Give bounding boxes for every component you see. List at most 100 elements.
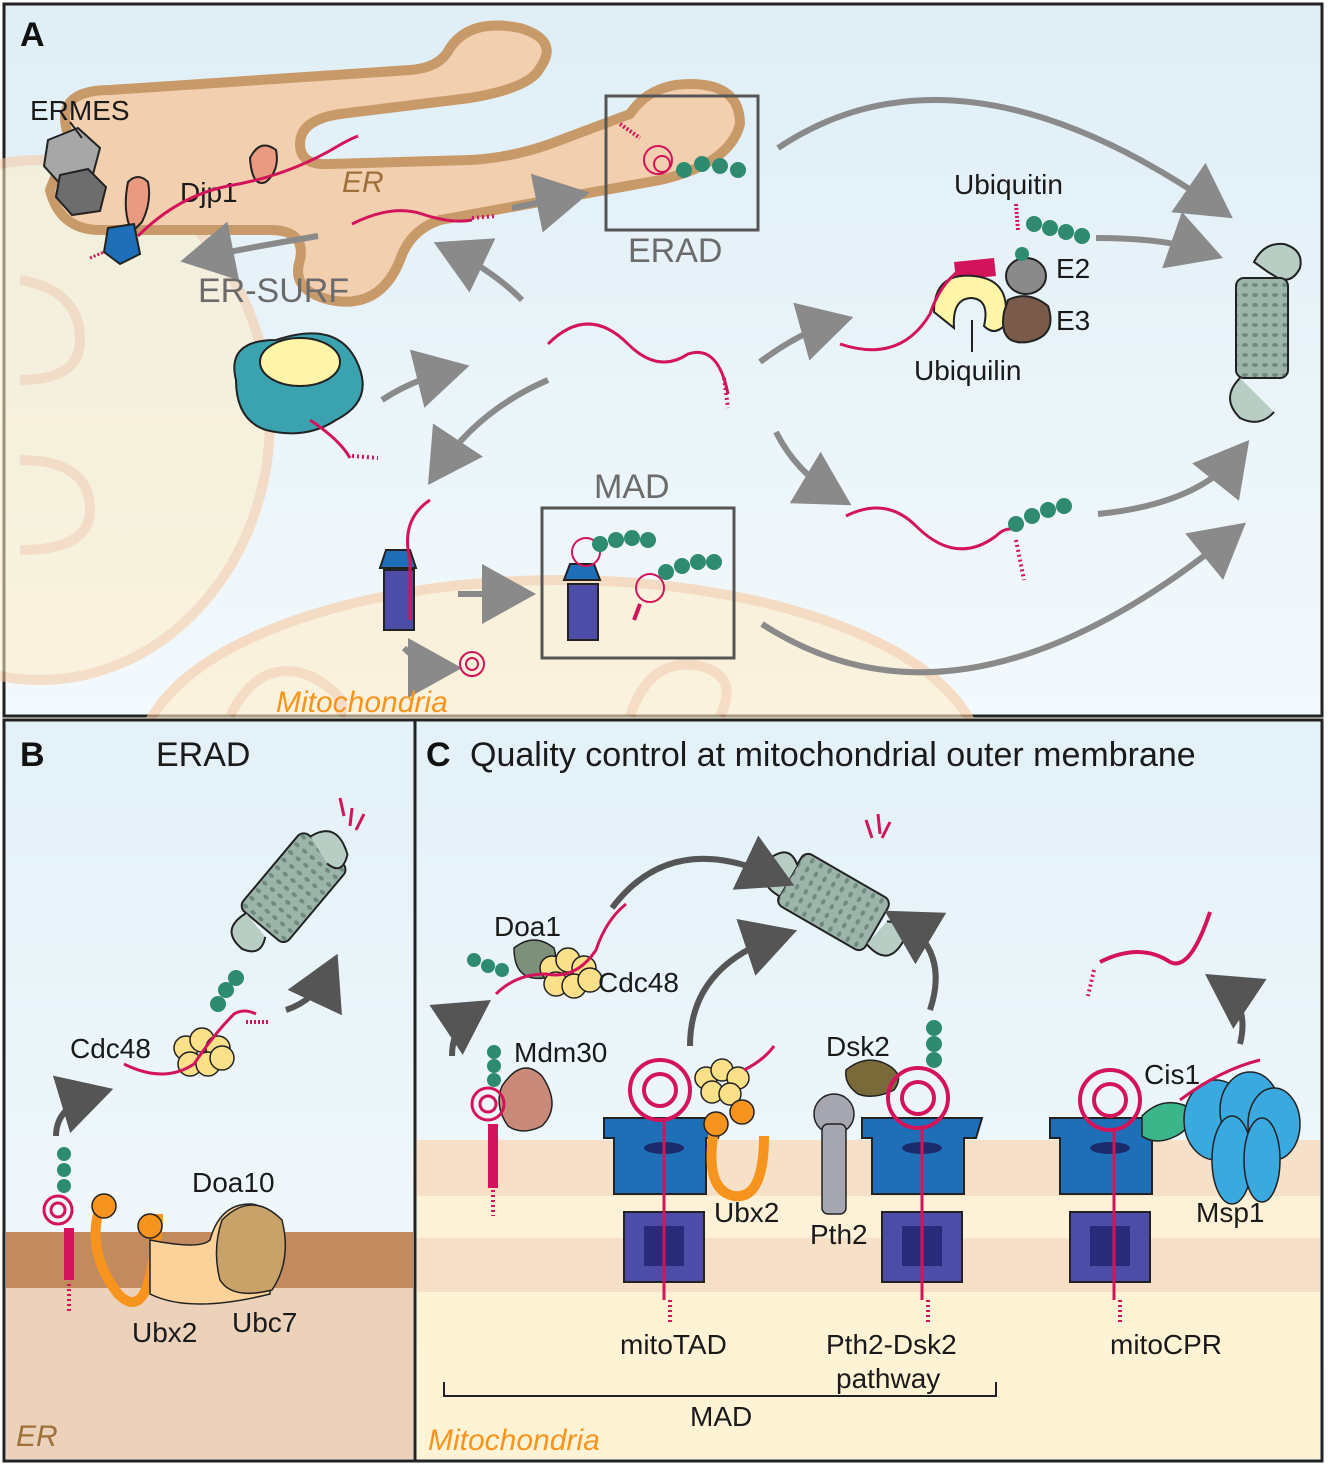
panel-a-letter: A	[20, 16, 45, 54]
doa10-label: Doa10	[192, 1167, 275, 1198]
dsk2-icon	[845, 1059, 900, 1097]
ubx2-icon	[703, 1099, 769, 1202]
er-surf-label: ER-SURF	[198, 272, 349, 310]
panel-b: B ERAD Cdc48	[2, 718, 417, 1463]
mitotad-substrate-tail	[743, 1045, 776, 1072]
pth2-dsk2-label-line2: pathway	[836, 1363, 940, 1394]
arrow-to-cdc48	[52, 1075, 114, 1137]
ubiquilin-label: Ubiquilin	[914, 355, 1021, 386]
arrow-cyto-to-er	[433, 238, 525, 303]
ubiquitin-chain	[210, 996, 226, 1012]
cdc48-label-b: Cdc48	[70, 1033, 151, 1064]
er-substrate	[351, 209, 473, 226]
mad-label-c: MAD	[690, 1401, 752, 1432]
substrate-chain	[136, 134, 359, 238]
importing-substrate	[406, 498, 431, 620]
mad-box	[540, 506, 736, 660]
mitocpr-label: mitoCPR	[1110, 1329, 1222, 1360]
mitochondria-label-c: Mitochondria	[428, 1424, 600, 1457]
nascent-chain-tail	[351, 454, 379, 460]
mdm30-label: Mdm30	[514, 1037, 607, 1068]
arrow-doa1-to-proteasome	[609, 835, 795, 910]
degradation-marks	[338, 797, 366, 831]
ubiquitin-chain	[228, 970, 244, 986]
arrow-er-surf	[180, 221, 319, 281]
ubc7-label: Ubc7	[232, 1307, 297, 1338]
panel-c-title: Quality control at mitochondrial outer m…	[470, 736, 1196, 774]
erad-box	[604, 94, 760, 232]
er-substrate-tail	[471, 214, 497, 220]
cytosolic-substrate	[546, 322, 730, 395]
ribosome-icon	[233, 332, 364, 435]
ermes-leader	[69, 121, 83, 139]
doa1-substrate	[494, 902, 627, 996]
doa1-label: Doa1	[494, 911, 561, 942]
cdc48-label-c: Cdc48	[598, 967, 679, 998]
mitochondria-label-a: Mitochondria	[276, 686, 448, 719]
ubiquitin-chain	[481, 959, 495, 973]
panel-c-letter: C	[426, 736, 451, 774]
msp1-label: Msp1	[1196, 1197, 1264, 1228]
arrow-imported	[401, 637, 462, 698]
mdm30-substrate-icon	[470, 1045, 506, 1216]
ubiquilin-complex-icon	[932, 203, 1090, 344]
ubx2-label-b: Ubx2	[132, 1317, 197, 1348]
ubiquitinated-substrate-icon	[845, 498, 1072, 581]
er-label: ER	[342, 166, 384, 199]
imported-substrate-icon	[459, 651, 485, 677]
arrow-to-proteasome-b	[284, 953, 342, 1016]
mitotad-label: mitoTAD	[620, 1329, 727, 1360]
cdc48-icon	[694, 1058, 750, 1106]
pth2-dsk2-label-line1: Pth2-Dsk2	[826, 1329, 957, 1360]
arrow-ribosome-to-cytosol	[380, 349, 470, 408]
degradation-marks	[864, 813, 892, 839]
arrow-mad-to-proteasome	[760, 522, 1246, 676]
mad-bracket	[443, 1382, 997, 1397]
er-organelle	[45, 20, 745, 307]
pth2-dsk2-complex-icon	[861, 1020, 984, 1324]
panel-b-letter: B	[20, 736, 45, 774]
arrow-mitotad-to-proteasome	[687, 918, 798, 1047]
e3-label: E3	[1056, 305, 1090, 336]
pth2-label: Pth2	[810, 1219, 868, 1250]
arrow-to-erad	[511, 173, 590, 233]
ubiquilin-substrate	[839, 268, 961, 352]
cdc48-icon	[539, 947, 603, 999]
mitotad-complex-icon	[603, 1058, 726, 1324]
arrow-erad-to-proteasome	[776, 97, 1233, 219]
ubc7-icon	[215, 1204, 287, 1295]
proteasome-icon	[1229, 242, 1302, 423]
cis1-label: Cis1	[1144, 1059, 1200, 1090]
er-label-b: ER	[16, 1420, 58, 1453]
panel-b-title: ERAD	[156, 736, 250, 774]
ubiquitin-chain	[495, 963, 509, 977]
mitocpr-complex-icon	[1049, 1068, 1172, 1324]
ubx2-label-c: Ubx2	[714, 1197, 779, 1228]
cytosolic-substrate-tail	[722, 377, 730, 409]
mad-label: MAD	[594, 468, 670, 506]
msp1-icon	[1179, 1058, 1301, 1205]
arrow-cytosol-to-mito	[428, 377, 550, 485]
nascent-chain	[309, 418, 352, 459]
ermes-label: ERMES	[30, 95, 130, 126]
ermes-complex-icon	[42, 126, 108, 217]
e2-label: E2	[1056, 253, 1090, 284]
proteasome-icon	[230, 830, 349, 953]
ubiquitin-chain	[467, 953, 481, 967]
panel-c: C Quality control at mitochondrial outer…	[413, 718, 1324, 1463]
ubiquitin-label: Ubiquitin	[954, 169, 1063, 200]
cdc48-icon	[173, 1027, 235, 1077]
substrate-tail	[89, 250, 105, 260]
arrow-ubiquilin-to-proteasome	[1095, 211, 1223, 269]
arrow-pth2-to-proteasome	[884, 910, 947, 1011]
ubiquitin-chain	[218, 982, 234, 998]
dsk2-label: Dsk2	[826, 1031, 890, 1062]
cdc48-substrate	[123, 1009, 257, 1076]
tom-complex-icon	[102, 222, 142, 266]
arrow-mdm30-to-doa1	[429, 1000, 491, 1057]
pth2-icon	[813, 1093, 855, 1215]
released-substrate	[1099, 911, 1212, 966]
arrow-to-ubiquitinated	[773, 430, 852, 506]
er-substrate-icon	[42, 1147, 74, 1314]
